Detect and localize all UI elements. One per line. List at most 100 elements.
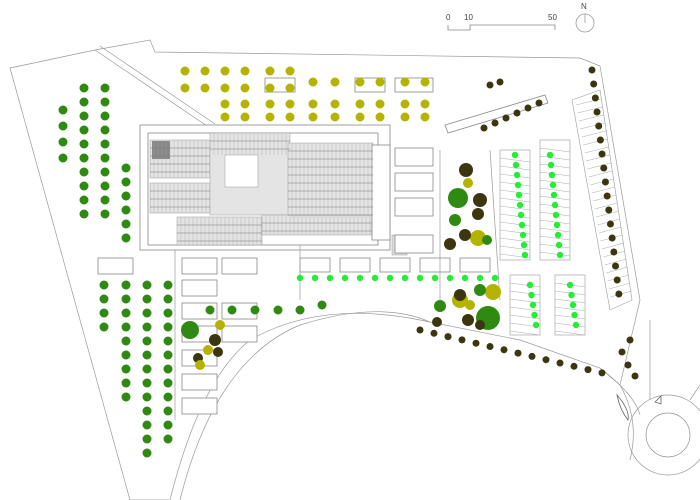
canopy bbox=[444, 94, 549, 134]
tree-icon bbox=[595, 122, 603, 130]
parking-stall bbox=[594, 202, 618, 210]
tree-icon bbox=[570, 362, 578, 370]
parking-stall bbox=[588, 170, 613, 178]
tree-icon bbox=[588, 66, 596, 74]
tree-icon bbox=[240, 112, 250, 122]
tree-icon bbox=[308, 99, 318, 109]
tree-icon bbox=[142, 378, 152, 388]
parking-stall bbox=[499, 245, 531, 251]
parking-stall bbox=[509, 282, 541, 288]
tree-icon bbox=[521, 251, 529, 259]
tree-icon bbox=[100, 125, 110, 135]
tree-icon bbox=[568, 291, 575, 299]
tree-icon bbox=[400, 112, 410, 122]
tree-icon bbox=[121, 308, 131, 318]
tree-icon bbox=[180, 66, 190, 76]
tree-icon bbox=[470, 230, 486, 246]
tree-icon bbox=[209, 334, 221, 346]
tree-icon bbox=[330, 77, 340, 87]
tree-icon bbox=[590, 80, 598, 88]
tree-icon bbox=[626, 336, 634, 344]
auxiliary-building bbox=[379, 257, 411, 273]
tree-icon bbox=[142, 280, 152, 290]
tree-icon bbox=[615, 290, 623, 298]
parking-stall bbox=[608, 282, 631, 290]
parking-stall bbox=[581, 130, 606, 138]
tree-icon bbox=[529, 301, 537, 309]
tree-icon bbox=[100, 195, 110, 205]
tree-icon bbox=[461, 274, 469, 282]
tree-icon bbox=[416, 326, 424, 334]
tree-icon bbox=[375, 99, 385, 109]
tree-icon bbox=[317, 300, 327, 310]
tree-icon bbox=[203, 345, 213, 355]
tree-icon bbox=[79, 153, 89, 163]
tree-icon bbox=[375, 112, 385, 122]
tree-icon bbox=[326, 274, 334, 282]
tree-icon bbox=[472, 339, 480, 347]
tree-icon bbox=[100, 181, 110, 191]
tree-icon bbox=[142, 322, 152, 332]
tree-icon bbox=[524, 104, 532, 112]
north-arrow-icon: N bbox=[575, 2, 595, 33]
tree-icon bbox=[432, 317, 442, 327]
tree-icon bbox=[475, 320, 485, 330]
tree-icon bbox=[462, 314, 474, 326]
tree-icon bbox=[121, 163, 131, 173]
tree-icon bbox=[554, 231, 562, 239]
tree-icon bbox=[610, 248, 618, 256]
parking-block bbox=[509, 274, 541, 336]
auxiliary-building bbox=[394, 147, 434, 167]
tree-icon bbox=[265, 99, 275, 109]
tree-icon bbox=[100, 83, 110, 93]
tree-icon bbox=[250, 305, 260, 315]
tree-icon bbox=[463, 178, 473, 188]
tree-icon bbox=[121, 336, 131, 346]
tree-icon bbox=[195, 360, 205, 370]
tree-icon bbox=[285, 66, 295, 76]
tree-icon bbox=[482, 235, 492, 245]
tree-icon bbox=[79, 125, 89, 135]
parking-stall bbox=[606, 266, 628, 274]
tree-icon bbox=[401, 274, 409, 282]
parking-stall bbox=[499, 197, 531, 203]
tree-icon bbox=[547, 161, 555, 169]
tree-icon bbox=[518, 221, 526, 229]
tree-icon bbox=[480, 124, 488, 132]
tree-icon bbox=[528, 352, 536, 360]
tree-icon bbox=[100, 209, 110, 219]
tree-icon bbox=[485, 284, 501, 300]
parking-stall bbox=[598, 226, 622, 234]
tree-icon bbox=[605, 206, 613, 214]
tree-icon bbox=[163, 336, 173, 346]
parking-stall bbox=[539, 179, 571, 185]
auxiliary-building bbox=[394, 197, 434, 217]
tree-icon bbox=[491, 274, 499, 282]
path-line bbox=[174, 149, 501, 420]
tree-icon bbox=[449, 214, 461, 226]
tree-icon bbox=[58, 105, 68, 115]
tree-icon bbox=[618, 348, 626, 356]
tree-icon bbox=[163, 406, 173, 416]
tree-icon bbox=[613, 276, 621, 284]
parking-stall bbox=[499, 205, 531, 211]
parking-stall bbox=[587, 162, 612, 170]
parking-stall bbox=[554, 330, 586, 336]
tree-icon bbox=[308, 77, 318, 87]
tree-icon bbox=[556, 251, 564, 259]
tree-icon bbox=[608, 234, 616, 242]
trees bbox=[58, 66, 639, 458]
tree-icon bbox=[532, 321, 540, 329]
tree-icon bbox=[163, 364, 173, 374]
tree-icon bbox=[265, 83, 275, 93]
tree-icon bbox=[386, 274, 394, 282]
parking-stall bbox=[554, 314, 586, 320]
tree-icon bbox=[100, 139, 110, 149]
tree-icon bbox=[431, 274, 439, 282]
tree-icon bbox=[631, 372, 639, 380]
tree-icon bbox=[556, 359, 564, 367]
tree-icon bbox=[142, 448, 152, 458]
auxiliary-building bbox=[221, 257, 258, 275]
auxiliary-building bbox=[181, 397, 218, 415]
tree-icon bbox=[548, 171, 556, 179]
